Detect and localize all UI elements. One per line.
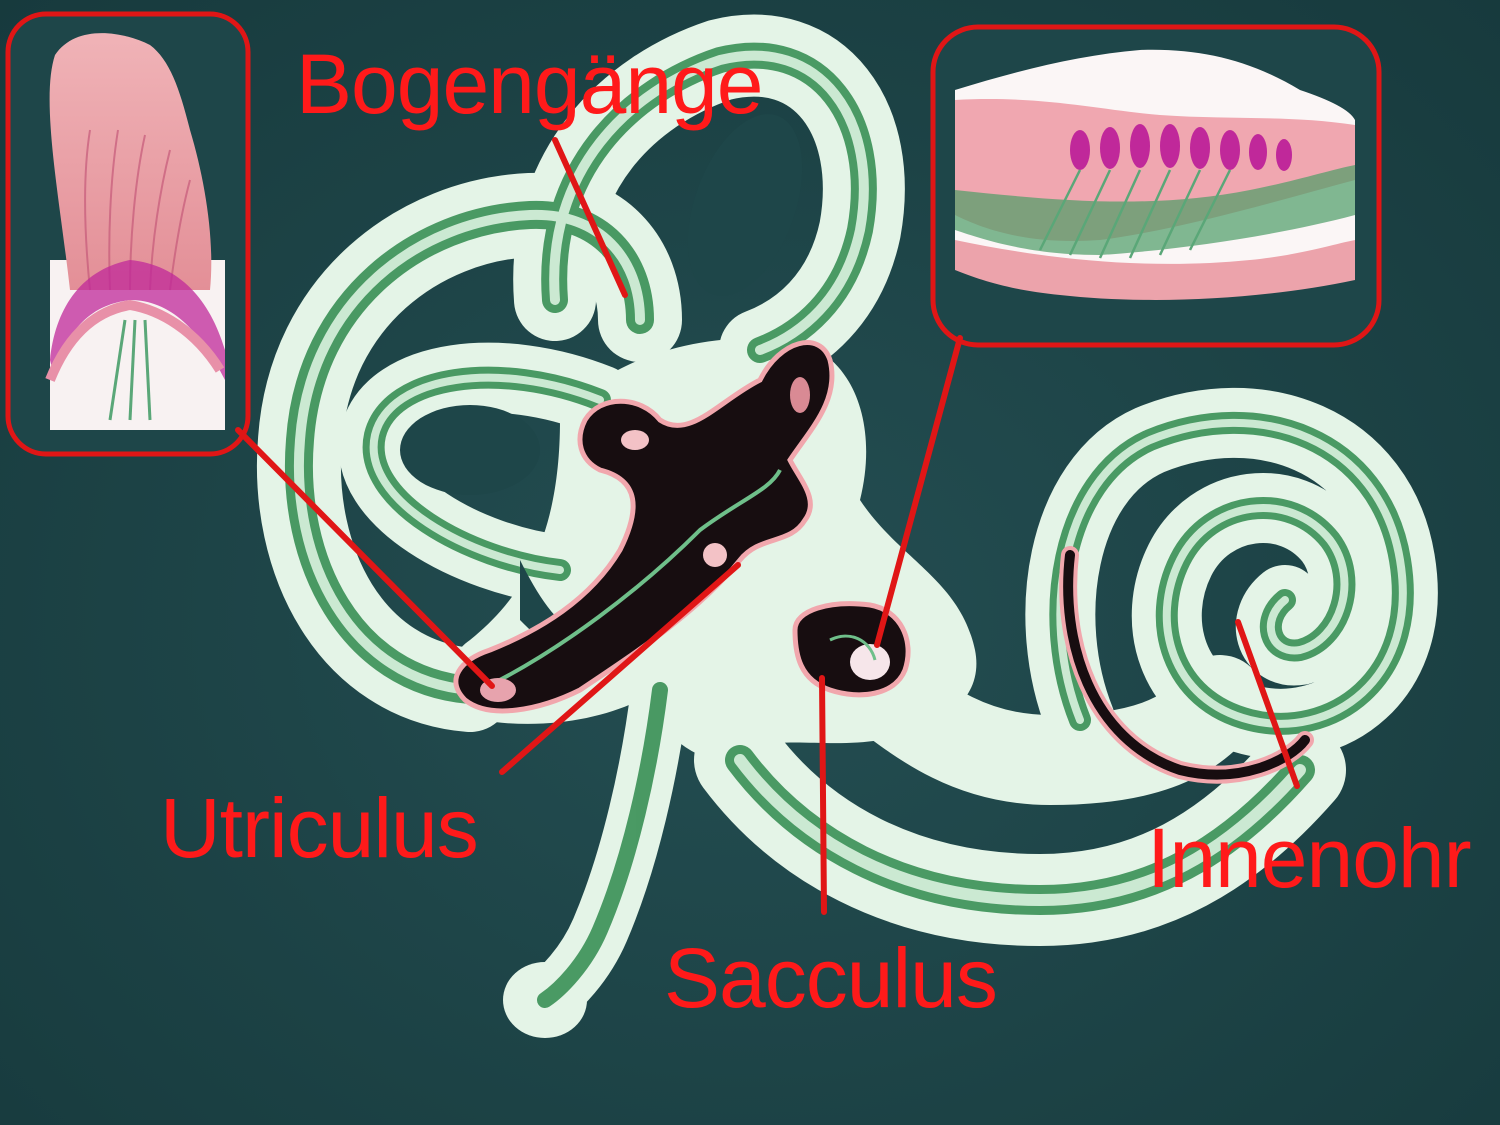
label-inner-ear: Innenohr	[1147, 811, 1472, 905]
organ-of-corti-inset	[930, 24, 1382, 348]
leader-lines	[235, 137, 1300, 915]
label-saccule: Sacculus	[664, 931, 998, 1025]
leader-line-utriculus	[499, 562, 741, 775]
hair-cells	[1070, 124, 1292, 171]
label-utricle: Utriculus	[160, 781, 479, 875]
label-semicircular-canals: Bogengänge	[296, 37, 763, 131]
saccule-chamber	[792, 601, 911, 698]
leader-line-bogengaenge	[552, 137, 628, 298]
crista-ampullaris-inset	[5, 11, 251, 457]
leader-line-sacculus	[819, 675, 827, 915]
leader-line-innenohr	[1235, 619, 1300, 789]
leader-line-right-inset	[874, 335, 963, 648]
cupula	[49, 33, 212, 291]
leader-line-left-inset	[235, 427, 495, 689]
